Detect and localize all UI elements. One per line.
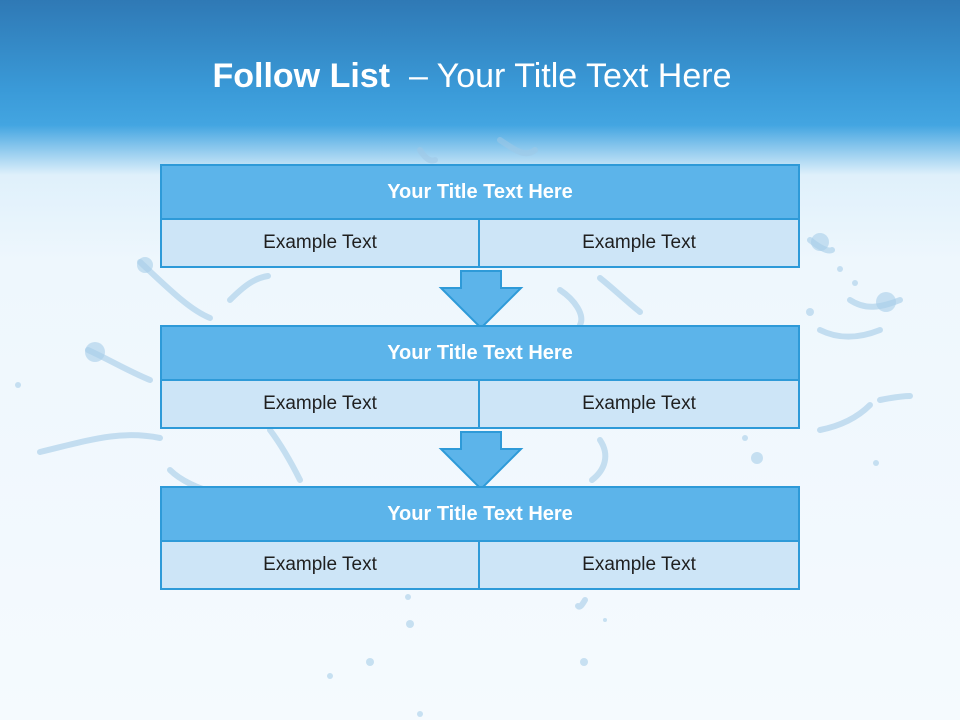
step-title-1: Your Title Text Here	[160, 164, 800, 220]
title-main: Follow List	[212, 57, 391, 95]
step-row-2: Example Text Example Text	[160, 381, 800, 429]
step-title-2: Your Title Text Here	[160, 325, 800, 381]
step-2-left-text: Example Text	[160, 381, 480, 429]
step-3-left-text: Example Text	[160, 542, 480, 590]
down-arrow-icon	[438, 431, 524, 491]
down-arrow-icon	[438, 270, 524, 330]
step-row-1: Example Text Example Text	[160, 220, 800, 268]
step-block-2: Your Title Text Here Example Text Exampl…	[160, 325, 800, 429]
step-3-right-text: Example Text	[480, 542, 800, 590]
step-title-3: Your Title Text Here	[160, 486, 800, 542]
step-row-3: Example Text Example Text	[160, 542, 800, 590]
step-1-right-text: Example Text	[480, 220, 800, 268]
title-sub: – Your Title Text Here	[408, 57, 732, 95]
step-block-3: Your Title Text Here Example Text Exampl…	[160, 486, 800, 590]
step-2-right-text: Example Text	[480, 381, 800, 429]
step-1-left-text: Example Text	[160, 220, 480, 268]
slide-title: Follow List – Your Title Text Here	[0, 52, 944, 100]
step-block-1: Your Title Text Here Example Text Exampl…	[160, 164, 800, 268]
